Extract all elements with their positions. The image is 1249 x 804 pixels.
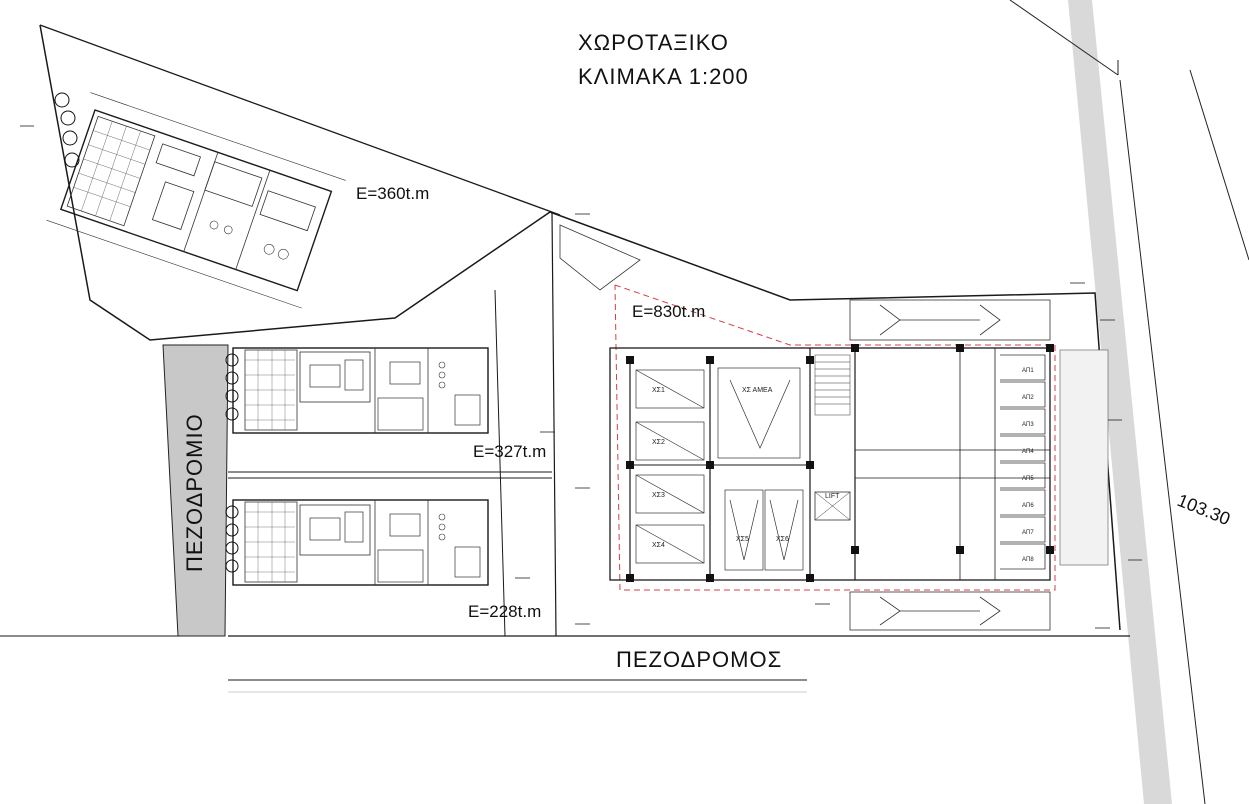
plan-scale: ΚΛΙΜΑΚΑ 1:200 xyxy=(578,64,749,89)
tree-group-top xyxy=(54,92,80,168)
storage-label: ΑΠ2 xyxy=(1022,395,1034,401)
parking-space-label: ΧΣ5 xyxy=(736,536,749,543)
area-label-apartments: E=830t.m xyxy=(632,302,706,321)
storage-label: ΑΠ4 xyxy=(1022,449,1034,455)
sidewalk-left xyxy=(162,344,229,637)
site-boundary xyxy=(39,24,1121,631)
parking-space-label: ΧΣ6 xyxy=(776,536,789,543)
parking-space-label: ΧΣ ΑΜΕΑ xyxy=(742,387,773,394)
storage-label: ΑΠ3 xyxy=(1022,422,1034,428)
tree-group-lower xyxy=(225,505,239,573)
plan-title: ΧΩΡΟΤΑΞΙΚΟ xyxy=(578,30,729,55)
lower-house xyxy=(232,499,489,586)
area-label-top-house: E=360t.m xyxy=(356,184,430,203)
storage-label: ΑΠ5 xyxy=(1022,476,1034,482)
top-house xyxy=(46,92,346,309)
storage-label: ΑΠ8 xyxy=(1022,557,1034,563)
level-markers xyxy=(20,125,1142,629)
street-label-left: ΠΕΖΟΔΡΟΜΙΟ xyxy=(182,413,207,572)
area-label-middle-house: E=327t.m xyxy=(473,442,547,461)
parking-space-label: ΧΣ1 xyxy=(652,387,665,394)
apartment-building xyxy=(559,224,1109,631)
middle-house xyxy=(232,347,489,434)
area-label-lower-house: E=228t.m xyxy=(468,602,542,621)
lift-label: LIFT xyxy=(825,493,840,500)
parking-space-label: ΧΣ4 xyxy=(652,542,665,549)
tree-group-middle xyxy=(225,353,239,421)
road-strip xyxy=(1068,0,1172,804)
street-label-bottom: ΠΕΖΟΔΡΟΜΟΣ xyxy=(616,647,783,672)
storage-label: ΑΠ7 xyxy=(1022,530,1034,536)
storage-label: ΑΠ1 xyxy=(1022,368,1034,374)
storage-label: ΑΠ6 xyxy=(1022,503,1034,509)
parking-space-label: ΧΣ3 xyxy=(652,492,665,499)
parking-space-label: ΧΣ2 xyxy=(652,439,665,446)
